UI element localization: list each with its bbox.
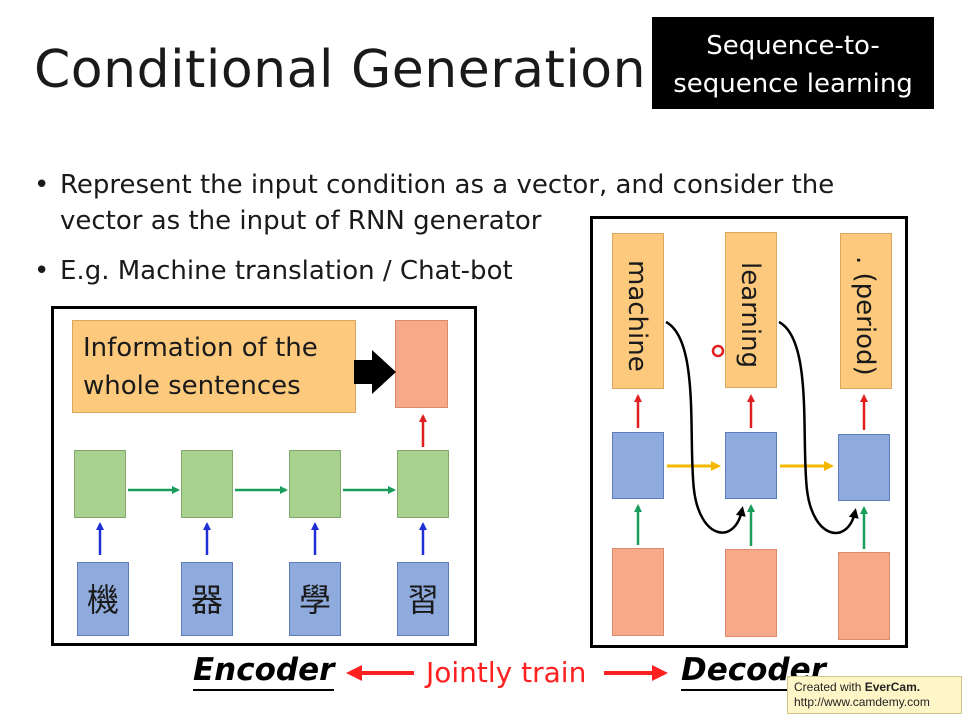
info-box: Information of the whole sentences (72, 320, 356, 413)
bullet-item-2: • E.g. Machine translation / Chat-bot (34, 254, 594, 290)
bullet-1-line2: vector as the input of RNN generator (60, 206, 542, 236)
encoder-input-4: 習 (397, 562, 449, 636)
bullet-1-line1: Represent the input condition as a vecto… (60, 170, 835, 200)
encoder-hidden-2 (181, 450, 233, 518)
watermark-prefix: Created with (794, 680, 865, 694)
encoder-input-2: 器 (181, 562, 233, 636)
bullet-dot: • (34, 170, 50, 200)
topic-tag-line1: Sequence-to- (706, 31, 880, 61)
watermark-brand: EverCam. (864, 680, 921, 694)
decoder-output-1-text: machine (622, 260, 652, 372)
info-line1: Information of the (83, 333, 318, 363)
bullet-dot: • (34, 256, 50, 286)
decoder-output-2-text: learning (735, 261, 765, 369)
decoder-output-2: learning (725, 232, 777, 388)
decoder-input-1 (612, 548, 664, 636)
encoder-hidden-4 (397, 450, 449, 518)
decoder-output-1: machine (612, 233, 664, 389)
feedback-arrow-1 (665, 320, 746, 534)
topic-tag-line2: sequence learning (673, 69, 913, 99)
slide-title: Conditional Generation (34, 40, 647, 100)
decoder-output-3: . (period) (840, 233, 892, 389)
info-line2: whole sentences (83, 371, 301, 401)
decoder-input-3 (838, 552, 890, 640)
bullet-item-1: • Represent the input condition as a vec… (34, 168, 894, 238)
bullet-2-line1: E.g. Machine translation / Chat-bot (60, 256, 513, 286)
info-pointer-arrow (354, 350, 396, 394)
watermark-line1: Created with EverCam. (794, 680, 955, 695)
topic-tag: Sequence-to- sequence learning (652, 17, 934, 109)
decoder-hidden-2 (725, 432, 777, 499)
decoder-hidden-1 (612, 432, 664, 499)
encoder-input-3: 學 (289, 562, 341, 636)
encoder-label: Encoder (193, 651, 335, 691)
encoder-input-1: 機 (77, 562, 129, 636)
decoder-label: Decoder (681, 651, 826, 691)
evercam-watermark: Created with EverCam. http://www.camdemy… (787, 676, 962, 714)
jointly-train-label: Jointly train (426, 656, 587, 689)
pointer-dot (711, 344, 725, 358)
decoder-hidden-3 (838, 434, 890, 501)
decoder-output-3-text: . (period) (850, 256, 880, 376)
encoder-hidden-3 (289, 450, 341, 518)
feedback-arrow-2 (778, 320, 859, 535)
encoder-output-vector (395, 320, 448, 408)
watermark-url: http://www.camdemy.com (794, 695, 930, 709)
decoder-input-2 (725, 549, 777, 637)
encoder-hidden-1 (74, 450, 126, 518)
